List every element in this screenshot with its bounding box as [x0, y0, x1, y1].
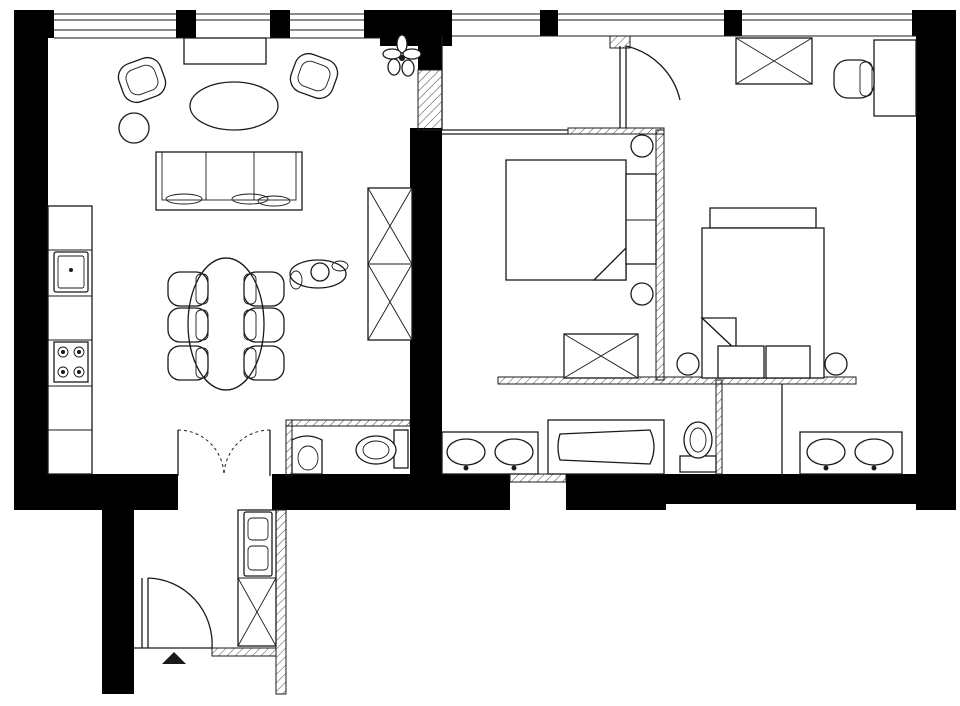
sofa: [155, 151, 303, 211]
partition-closet-top: [567, 127, 665, 135]
kitchen-sink-icon: [53, 251, 89, 293]
doors: [134, 35, 681, 649]
person-icon: [289, 259, 349, 290]
wall-corridor-right: [275, 509, 287, 695]
toilet-icon: [679, 421, 717, 473]
wall-right: [916, 10, 956, 510]
study-area: [735, 37, 917, 117]
entrance-arrow-icon: [162, 652, 186, 664]
shoe-bench: [243, 511, 273, 577]
bed-1: [505, 159, 627, 281]
guest-toilet-icon: [355, 429, 409, 469]
partition-guest-wc-side: [285, 419, 293, 477]
shelf-unit: [367, 187, 413, 341]
wall-top-pier-5: [724, 10, 742, 36]
wall-corridor-left: [102, 474, 134, 694]
bedroom-1: [505, 134, 657, 379]
bedroom-2: [676, 207, 848, 379]
corridor-storage: [237, 509, 277, 647]
vanity-left-icon: [441, 431, 539, 475]
interior-walls: [285, 127, 857, 483]
bath-sill: [509, 473, 567, 483]
wall-bottom-right: [666, 474, 956, 504]
armchair-right: [289, 52, 339, 100]
bathroom: [441, 419, 903, 475]
armchair-left: [117, 56, 167, 104]
wall-bottom-living: [14, 474, 178, 510]
nightstand-1a: [630, 134, 654, 158]
wall-central: [410, 128, 442, 478]
vanity-right-icon: [799, 431, 903, 475]
guest-wc: [291, 429, 409, 475]
nightstand-2a: [676, 352, 700, 376]
partition-wc: [715, 379, 723, 475]
bathtub-icon: [547, 419, 665, 475]
wall-bottom-bath: [566, 474, 666, 510]
side-table: [118, 112, 150, 144]
radiator-1-inner: [183, 37, 267, 65]
wall-central-corner: [380, 36, 452, 46]
wall-top-pier-2: [270, 10, 290, 38]
partition-bedrooms: [655, 129, 665, 381]
desk: [873, 39, 917, 117]
plant-icon: [382, 34, 422, 77]
coffee-table: [189, 81, 279, 131]
desk-chair: [833, 59, 875, 99]
wall-bottom-centre: [272, 474, 510, 510]
windows: [54, 13, 916, 39]
wall-left: [14, 10, 48, 510]
partition-bath-top: [497, 376, 857, 385]
wall-top-pier-3: [364, 10, 452, 38]
nightstand-2b: [824, 352, 848, 376]
walls: [14, 10, 956, 695]
bed-2-headboard: [709, 207, 817, 229]
kitchen-counter: [47, 205, 93, 475]
partition-guest-wc: [285, 419, 411, 427]
wall-top-pier-1: [176, 10, 196, 38]
wall-corridor-bottom: [211, 647, 277, 657]
cooktop-icon: [53, 341, 89, 383]
bed-1-pillows: [625, 173, 657, 265]
nightstand-1b: [630, 282, 654, 306]
wall-top-pier-4: [540, 10, 558, 36]
living-room: [47, 34, 422, 475]
